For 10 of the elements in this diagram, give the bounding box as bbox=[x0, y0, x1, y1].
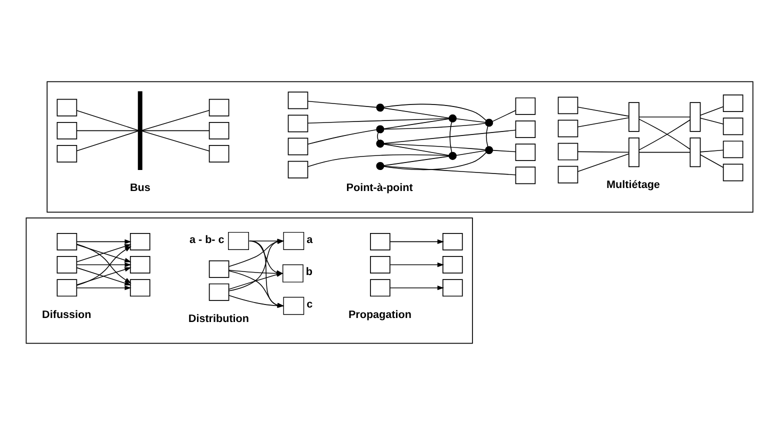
label: Point-à-point bbox=[346, 181, 413, 194]
label: Multiétage bbox=[606, 178, 660, 190]
label: Distribution bbox=[188, 312, 249, 325]
label: Propagation bbox=[348, 308, 412, 320]
node-label: b bbox=[306, 266, 313, 278]
node-label: a bbox=[306, 233, 313, 246]
node-label: a - b- c bbox=[189, 233, 224, 246]
node-label: c bbox=[306, 298, 313, 310]
label: Bus bbox=[130, 181, 150, 194]
label: Difussion bbox=[42, 308, 92, 320]
